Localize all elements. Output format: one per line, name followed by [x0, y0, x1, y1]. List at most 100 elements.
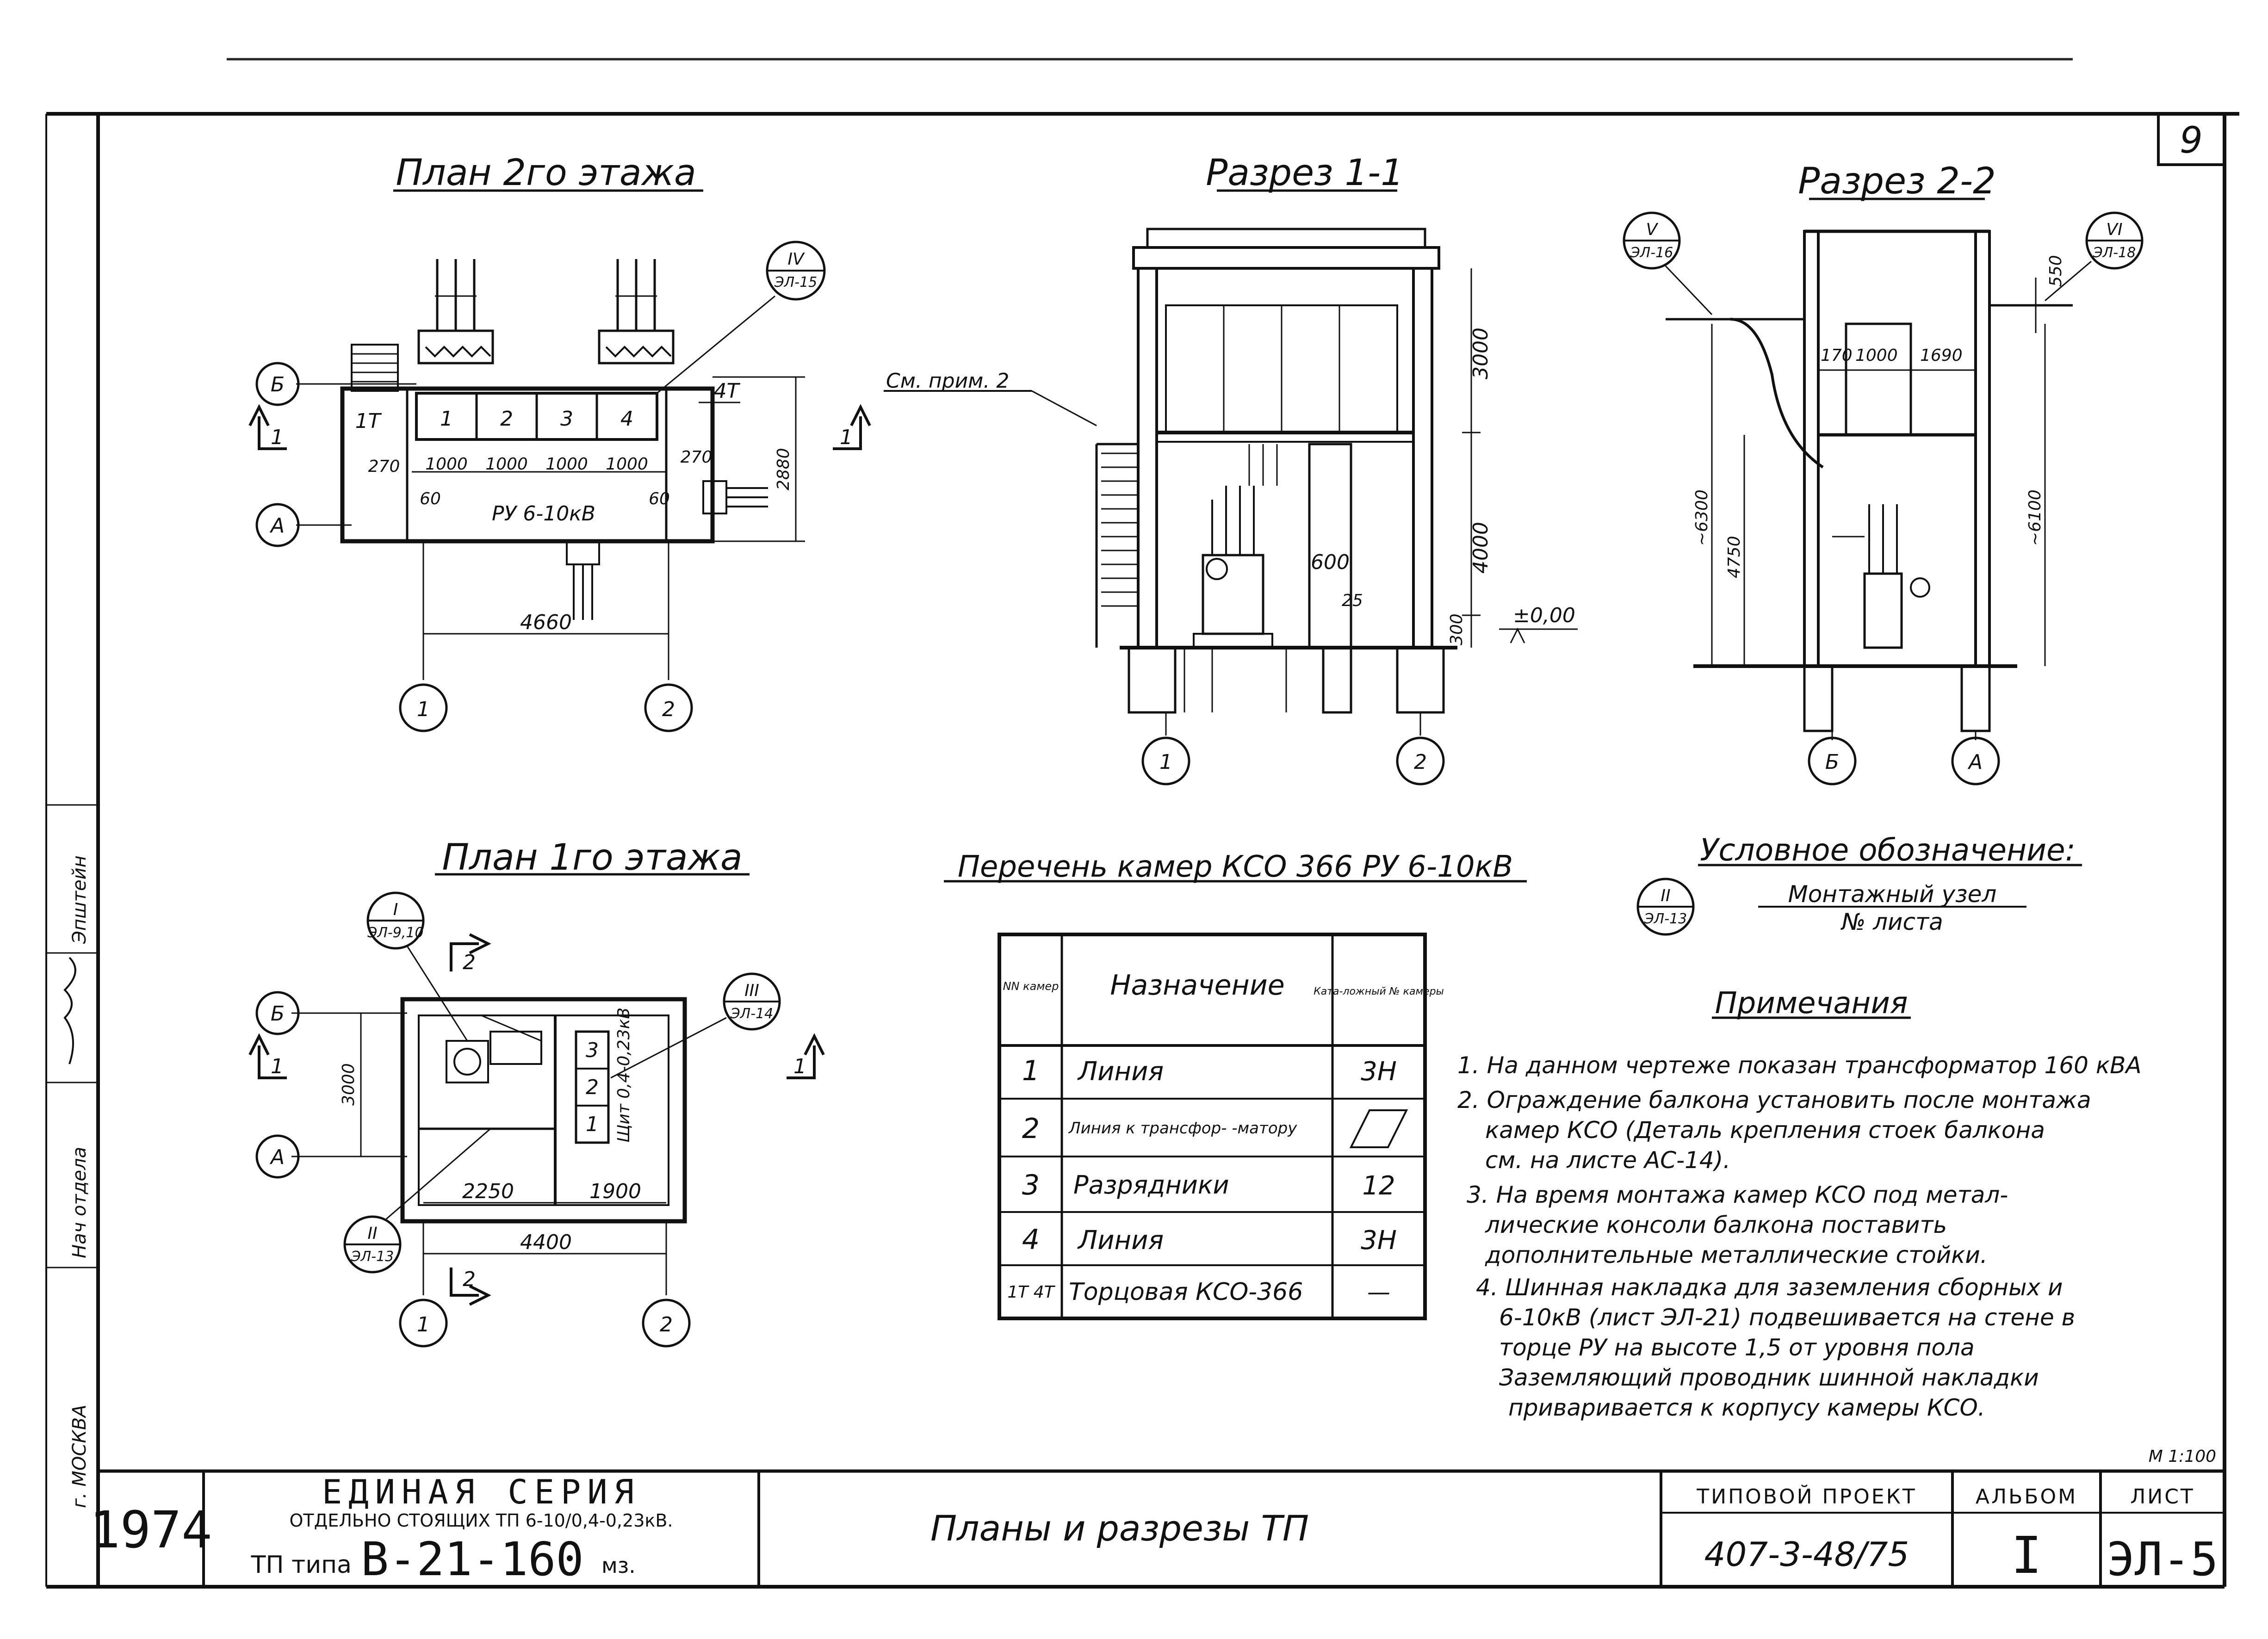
stamp-tp-type-prefix: ТП типа: [251, 1551, 352, 1579]
legend-line-2: № листа: [1840, 909, 1943, 935]
table-row-2-num: 2: [1022, 1113, 1040, 1145]
plan2-axis-1: 1: [417, 698, 430, 721]
plan1-node-ii-sheet: ЭЛ-13: [351, 1249, 394, 1265]
plan1-axis-b: Б: [271, 1002, 285, 1026]
table-row-4-purpose: Линия: [1077, 1225, 1164, 1256]
section11-dim-bottom: 4000: [1469, 522, 1493, 574]
plan1-section-mark-bottom: 2: [463, 1268, 476, 1291]
plan2-dim-side-left: 270: [368, 457, 400, 476]
section22-dim-550: 550: [2046, 255, 2065, 287]
stamp-tp-type: В-21-160: [361, 1532, 584, 1586]
stamp-project-num: 407-3-48/75: [1704, 1535, 1909, 1574]
stamp-series-title: ЕДИНАЯ СЕРИЯ: [322, 1472, 640, 1511]
table-row-3-purpose: Разрядники: [1073, 1170, 1229, 1200]
sheet-number: 9: [2180, 120, 2203, 161]
note-line-5: 3. На время монтажа камер КСО под метал-: [1467, 1181, 2008, 1208]
section22-node-vi-sheet: ЭЛ-18: [2093, 245, 2136, 261]
note-line-7: дополнительные металлические стойки.: [1485, 1242, 1988, 1268]
plan1-axis-a: А: [269, 1145, 285, 1169]
stamp-album-num: I: [2011, 1526, 2042, 1585]
section22-dim-4750: 4750: [1725, 536, 1744, 578]
plan1-title: План 1го этажа: [442, 837, 742, 878]
section22-dim-170: 170: [1821, 346, 1853, 365]
section11-drawing: [884, 189, 1578, 785]
plan2-title: План 2го этажа: [396, 152, 696, 194]
table-row-2-purpose: Линия к трансфор- -матору: [1068, 1119, 1297, 1138]
section22-title: Разрез 2-2: [1798, 161, 1995, 202]
section22-dim-6300: ~6300: [1692, 489, 1711, 546]
section11-dim-300: 300: [1447, 613, 1466, 645]
plan1-dim-depth: 3000: [339, 1063, 358, 1106]
plan1-node-ii-num: II: [367, 1224, 377, 1243]
sheet-frame: [45, 112, 2239, 1589]
plan2-cell-3: 3: [560, 407, 573, 431]
plan1-node-iii-sheet: ЭЛ-14: [730, 1006, 774, 1022]
section22-node-vi-num: VI: [2106, 220, 2122, 239]
plan1-panel-1: 1: [586, 1113, 599, 1136]
plan2-dim-cell-1: 1000: [425, 455, 468, 474]
plan2-end-right: 4Т: [714, 379, 741, 403]
note-line-1: 1. На данном чертеже показан трансформат…: [1457, 1052, 2142, 1079]
section22-node-v-sheet: ЭЛ-16: [1630, 245, 1673, 261]
stamp-project-label: ТИПОВОЙ ПРОЕКТ: [1696, 1484, 1916, 1509]
section11-axis-1: 1: [1159, 750, 1172, 774]
plan1-axis-2: 2: [660, 1313, 673, 1336]
section11-dim-25: 25: [1342, 591, 1363, 610]
plan2-axis-b: Б: [271, 373, 285, 396]
plan2-node-num: IV: [787, 250, 805, 269]
plan2-section-mark-left: 1: [271, 426, 284, 449]
legend-graphics: [1636, 864, 2082, 936]
legend-node-num: II: [1661, 886, 1670, 905]
plan1-section-mark-top: 2: [463, 951, 476, 974]
plan1-section-mark1-right: 1: [793, 1055, 806, 1078]
stamp-tp-type-suffix: мз.: [601, 1553, 636, 1578]
note-line-8: 4. Шинная накладка для заземления сборны…: [1476, 1274, 2063, 1301]
section22-axis-b: Б: [1825, 750, 1839, 774]
plan2-dim-60-left: 60: [420, 489, 441, 508]
plan2-cell-4: 4: [620, 407, 633, 431]
plan1-dim-1900: 1900: [589, 1180, 641, 1203]
legend-title: Условное обозначение:: [1700, 832, 2076, 868]
plan1-dim-2250: 2250: [462, 1180, 514, 1203]
table-row-1-num: 1: [1022, 1055, 1040, 1087]
plan1-panel-2: 2: [586, 1076, 599, 1099]
note-line-9: 6-10кВ (лист ЭЛ-21) подвешивается на сте…: [1499, 1304, 2075, 1331]
stamp-sheet-title: Планы и разрезы ТП: [930, 1508, 1309, 1549]
table-row-3-num: 3: [1022, 1169, 1040, 1201]
table-row-4-num: 4: [1022, 1224, 1040, 1256]
table-row-1-cat: 3Н: [1361, 1057, 1397, 1087]
section11-dim-top: 3000: [1469, 328, 1493, 379]
section22-node-v-num: V: [1646, 220, 1659, 239]
section11-title: Разрез 1-1: [1206, 152, 1403, 194]
plan2-cell-2: 2: [500, 407, 513, 431]
plan2-cell-1: 1: [440, 407, 453, 431]
plan2-dim-width: 4660: [520, 611, 572, 634]
plan2-end-left: 1Т: [355, 409, 382, 433]
table-row-5-num: 1Т 4Т: [1007, 1283, 1055, 1302]
note-line-2: 2. Ограждение балкона установить после м…: [1457, 1087, 2091, 1113]
section22-dim-1000: 1000: [1855, 346, 1898, 365]
title-block-grid: [202, 1471, 2225, 1587]
table-row-1-purpose: Линия: [1077, 1057, 1164, 1087]
section22-axis-a: А: [1967, 750, 1983, 774]
plan1-node-i-sheet: ЭЛ-9,10: [367, 925, 423, 941]
side-dept: Нач отдела: [69, 1147, 90, 1258]
stamp-album-label: АЛЬБОМ: [1976, 1485, 2077, 1509]
side-strip: [46, 804, 98, 1268]
table-header-cat: Ката-ложный № камеры: [1314, 986, 1444, 997]
plan2-dim-side-right: 270: [681, 448, 713, 467]
side-city: г. МОСКВА: [69, 1404, 90, 1508]
plan2-node-sheet: ЭЛ-15: [774, 274, 818, 291]
plan2-axis-2: 2: [662, 698, 675, 721]
side-author: Эпштейн: [69, 855, 90, 944]
note-line-11: Заземляющий проводник шинной накладки: [1499, 1364, 2039, 1391]
table-header-num: NN камер: [1003, 980, 1059, 993]
plan1-axis-1: 1: [417, 1313, 430, 1336]
table-grid: [944, 880, 1527, 1320]
side-signature: [63, 957, 76, 1064]
table-header-purpose: Назначение: [1110, 969, 1284, 1002]
plan2-dim-60-right: 60: [649, 489, 670, 508]
legend-node-sheet: ЭЛ-13: [1644, 911, 1687, 927]
section22-dim-1690: 1690: [1920, 346, 1963, 365]
